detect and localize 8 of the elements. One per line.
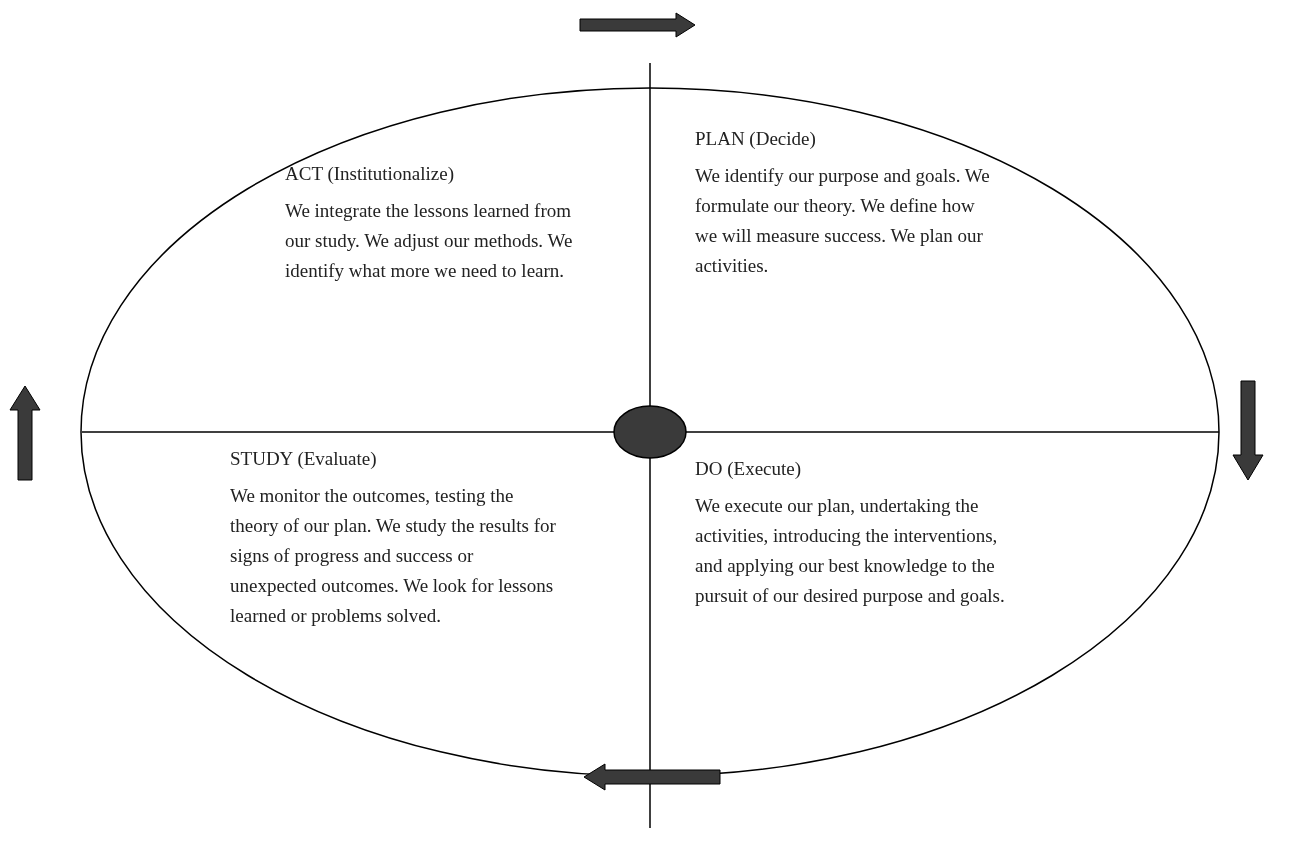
quadrant-text: We identify our purpose and goals. We formulate our theory. We define how we will measure success. We plan our activities. bbox=[695, 164, 991, 278]
quadrant-text: We execute our plan, undertaking the activities, introducing the interventions, and applying our best knowledge to the pursuit of our desired purpose and goals. bbox=[695, 494, 1006, 608]
quadrant-text: We monitor the outcomes, testing the theory of our plan. We study the results for signs of progress and success or unexpected outcomes. We look for lessons learned or problems solved. bbox=[230, 484, 557, 628]
quadrant-heading: STUDY (Evaluate) bbox=[230, 447, 378, 471]
quadrant-text: We integrate the lessons learned from our study. We adjust our methods. We identify what more we need to learn. bbox=[285, 199, 574, 283]
quadrant-heading: ACT (Institutionalize) bbox=[285, 162, 456, 186]
quadrant-heading: DO (Execute) bbox=[695, 457, 803, 481]
quadrant-heading: PLAN (Decide) bbox=[695, 127, 817, 151]
